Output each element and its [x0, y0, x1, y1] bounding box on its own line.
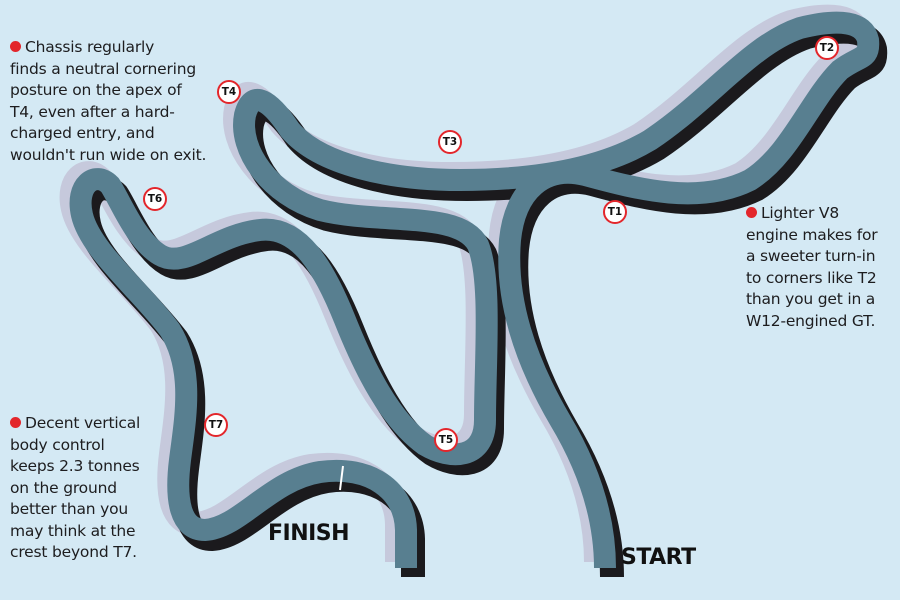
- turn-marker-t1: T1: [603, 200, 627, 224]
- note-body-control: Decent vertical body control keeps 2.3 t…: [10, 414, 141, 561]
- finish-label: FINISH: [268, 521, 350, 546]
- turn-marker-t3: T3: [438, 130, 462, 154]
- turn-marker-t7: T7: [204, 413, 228, 437]
- turn-marker-t2: T2: [815, 36, 839, 60]
- start-label: START: [621, 545, 696, 570]
- bullet-dot-icon: [746, 207, 757, 218]
- turn-marker-t4: T4: [217, 80, 241, 104]
- note-chassis: Chassis regularly finds a neutral corner…: [10, 38, 207, 164]
- turn-marker-t5: T5: [434, 428, 458, 452]
- turn-marker-t6: T6: [143, 187, 167, 211]
- bullet-dot-icon: [10, 417, 21, 428]
- finish-line-marker: [339, 465, 344, 491]
- note-engine: Lighter V8 engine makes for a sweeter tu…: [746, 204, 878, 330]
- bullet-dot-icon: [10, 41, 21, 52]
